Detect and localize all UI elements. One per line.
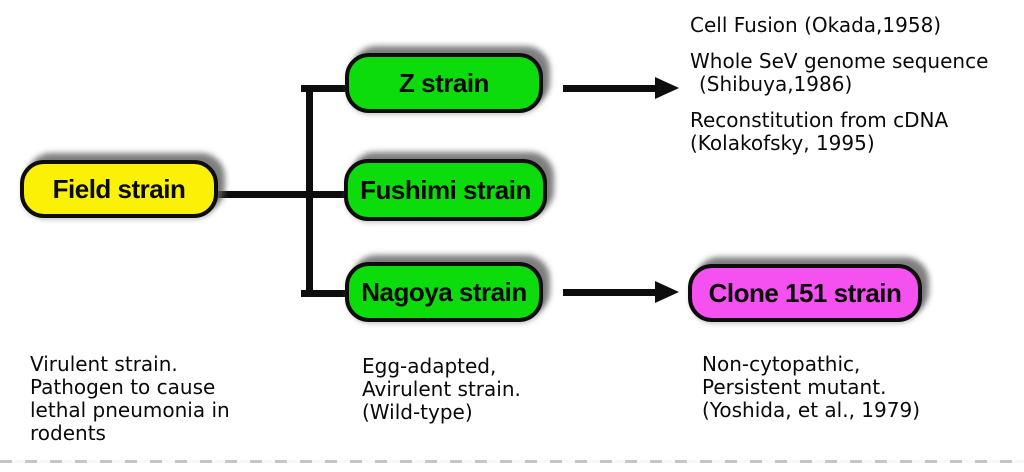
node-z-strain: Z strain <box>345 53 543 113</box>
arrow-z-to-refs-shaft <box>563 85 656 92</box>
note-egg-line: Egg-adapted, <box>362 354 497 378</box>
reference-genome-sequence: Whole SeV genome sequence (Shibuya,1986) <box>690 50 988 96</box>
note-egg-adapted: Egg-adapted, Avirulent strain. (Wild-typ… <box>362 355 521 424</box>
note-field-strain: Virulent strain. Pathogen to cause letha… <box>30 353 230 445</box>
note-clone-line: Persistent mutant. <box>702 375 887 399</box>
node-field-strain: Field strain <box>20 160 218 218</box>
reference-genome-sequence-line2: (Shibuya,1986) <box>699 72 853 96</box>
note-clone-151: Non-cytopathic, Persistent mutant. (Yosh… <box>702 353 920 422</box>
note-field-line: lethal pneumonia in <box>30 398 230 422</box>
node-fushimi-strain-label: Fushimi strain <box>360 174 531 205</box>
note-egg-line: (Wild-type) <box>362 400 473 424</box>
reference-genome-sequence-line1: Whole SeV genome sequence <box>690 49 989 73</box>
reference-reconstitution: Reconstitution from cDNA (Kolakofsky, 19… <box>690 109 988 155</box>
reference-reconstitution-line1: Reconstitution from cDNA <box>690 108 949 132</box>
note-clone-line: Non-cytopathic, <box>702 352 861 376</box>
note-field-line: Pathogen to cause <box>30 375 216 399</box>
node-clone-151-strain-label: Clone 151 strain <box>708 277 902 308</box>
bottom-edge-artifact-line <box>0 460 1024 463</box>
arrow-nagoya-to-clone-shaft <box>563 289 656 296</box>
node-fushimi-strain: Fushimi strain <box>344 159 547 221</box>
note-egg-line: Avirulent strain. <box>362 377 521 401</box>
z-strain-references: Cell Fusion (Okada,1958) Whole SeV genom… <box>690 14 988 168</box>
node-clone-151-strain: Clone 151 strain <box>688 264 922 322</box>
connector-field-to-trunk <box>218 191 345 198</box>
node-nagoya-strain: Nagoya strain <box>345 262 543 322</box>
note-field-line: rodents <box>30 421 106 445</box>
arrow-nagoya-to-clone-head <box>655 281 679 303</box>
node-nagoya-strain-label: Nagoya strain <box>361 276 527 307</box>
note-field-line: Virulent strain. <box>30 352 178 376</box>
node-z-strain-label: Z strain <box>399 67 489 98</box>
note-clone-line: (Yoshida, et al., 1979) <box>702 398 921 422</box>
connector-branch-z <box>301 85 345 92</box>
arrow-z-to-refs-head <box>655 77 679 99</box>
connector-trunk-vertical <box>306 85 313 297</box>
node-field-strain-label: Field strain <box>52 173 186 204</box>
reference-reconstitution-line2: (Kolakofsky, 1995) <box>690 131 875 155</box>
reference-cell-fusion: Cell Fusion (Okada,1958) <box>690 13 942 37</box>
connector-branch-nagoya <box>301 290 345 297</box>
